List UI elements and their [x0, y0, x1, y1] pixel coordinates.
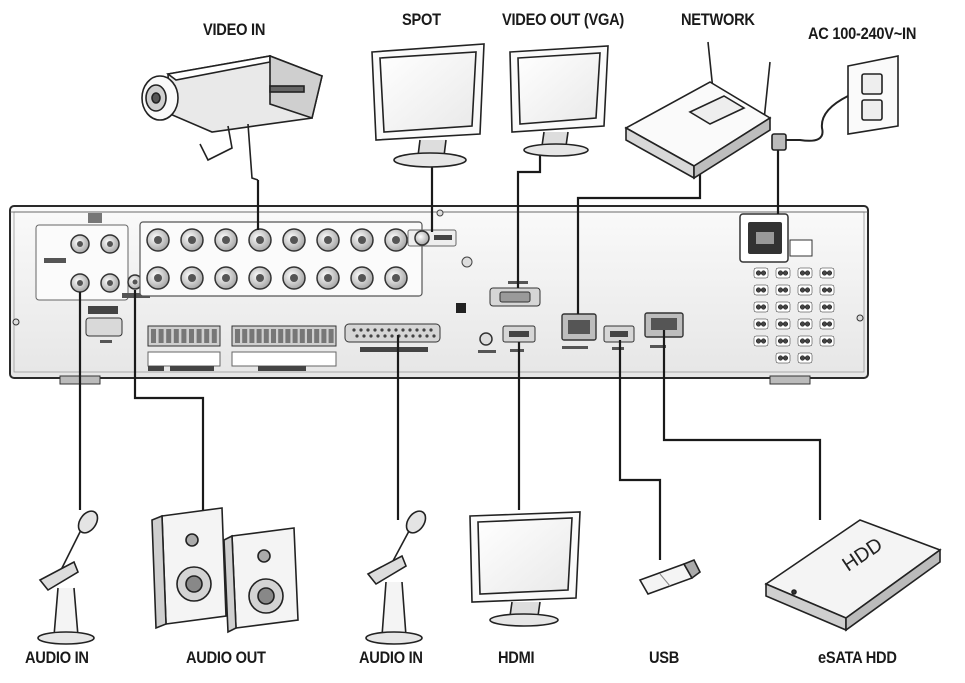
label-video-in: VIDEO IN — [203, 20, 266, 39]
speakers-icon — [151, 507, 299, 634]
label-audio-in-left: AUDIO IN — [25, 648, 89, 667]
label-usb: USB — [649, 648, 680, 667]
microphone-icon — [37, 510, 99, 645]
line-network — [576, 160, 702, 314]
ventilation-grid — [753, 267, 835, 364]
rs-connector — [85, 306, 123, 343]
video-in-bnc-array — [139, 221, 423, 297]
label-ac-power: AC 100-240V~IN — [808, 24, 917, 43]
vga-monitor-icon — [509, 45, 609, 157]
label-spot: SPOT — [402, 10, 441, 29]
line-vga — [516, 148, 542, 288]
usb-port — [603, 325, 635, 350]
hdmi-port — [502, 325, 536, 352]
spot-monitor-icon — [371, 43, 485, 168]
label-esata-hdd: eSATA HDD — [818, 648, 897, 667]
center-small-ports — [456, 303, 496, 353]
line-esata — [662, 330, 822, 520]
label-video-out-vga: VIDEO OUT (VGA) — [502, 10, 625, 29]
line-audio-out — [133, 290, 205, 510]
usb-stick-icon — [638, 558, 702, 595]
audio-connector-block — [35, 213, 150, 301]
multi-pin-port — [344, 323, 441, 352]
power-outlet-icon — [771, 55, 899, 151]
line-usb — [618, 340, 662, 560]
microphone-icon — [365, 510, 427, 645]
external-hdd-icon: HDD — [764, 519, 942, 632]
cctv-camera-icon — [141, 54, 323, 181]
connection-lines — [78, 148, 822, 560]
router-icon — [624, 41, 772, 180]
alarm-terminal-blocks — [147, 325, 337, 371]
power-inlet — [739, 213, 813, 263]
spot-bnc-connector — [407, 209, 473, 268]
label-audio-in-center: AUDIO IN — [359, 648, 423, 667]
hdmi-monitor-icon — [469, 511, 581, 627]
label-network: NETWORK — [681, 10, 755, 29]
label-audio-out: AUDIO OUT — [186, 648, 266, 667]
label-hdmi: HDMI — [498, 648, 535, 667]
